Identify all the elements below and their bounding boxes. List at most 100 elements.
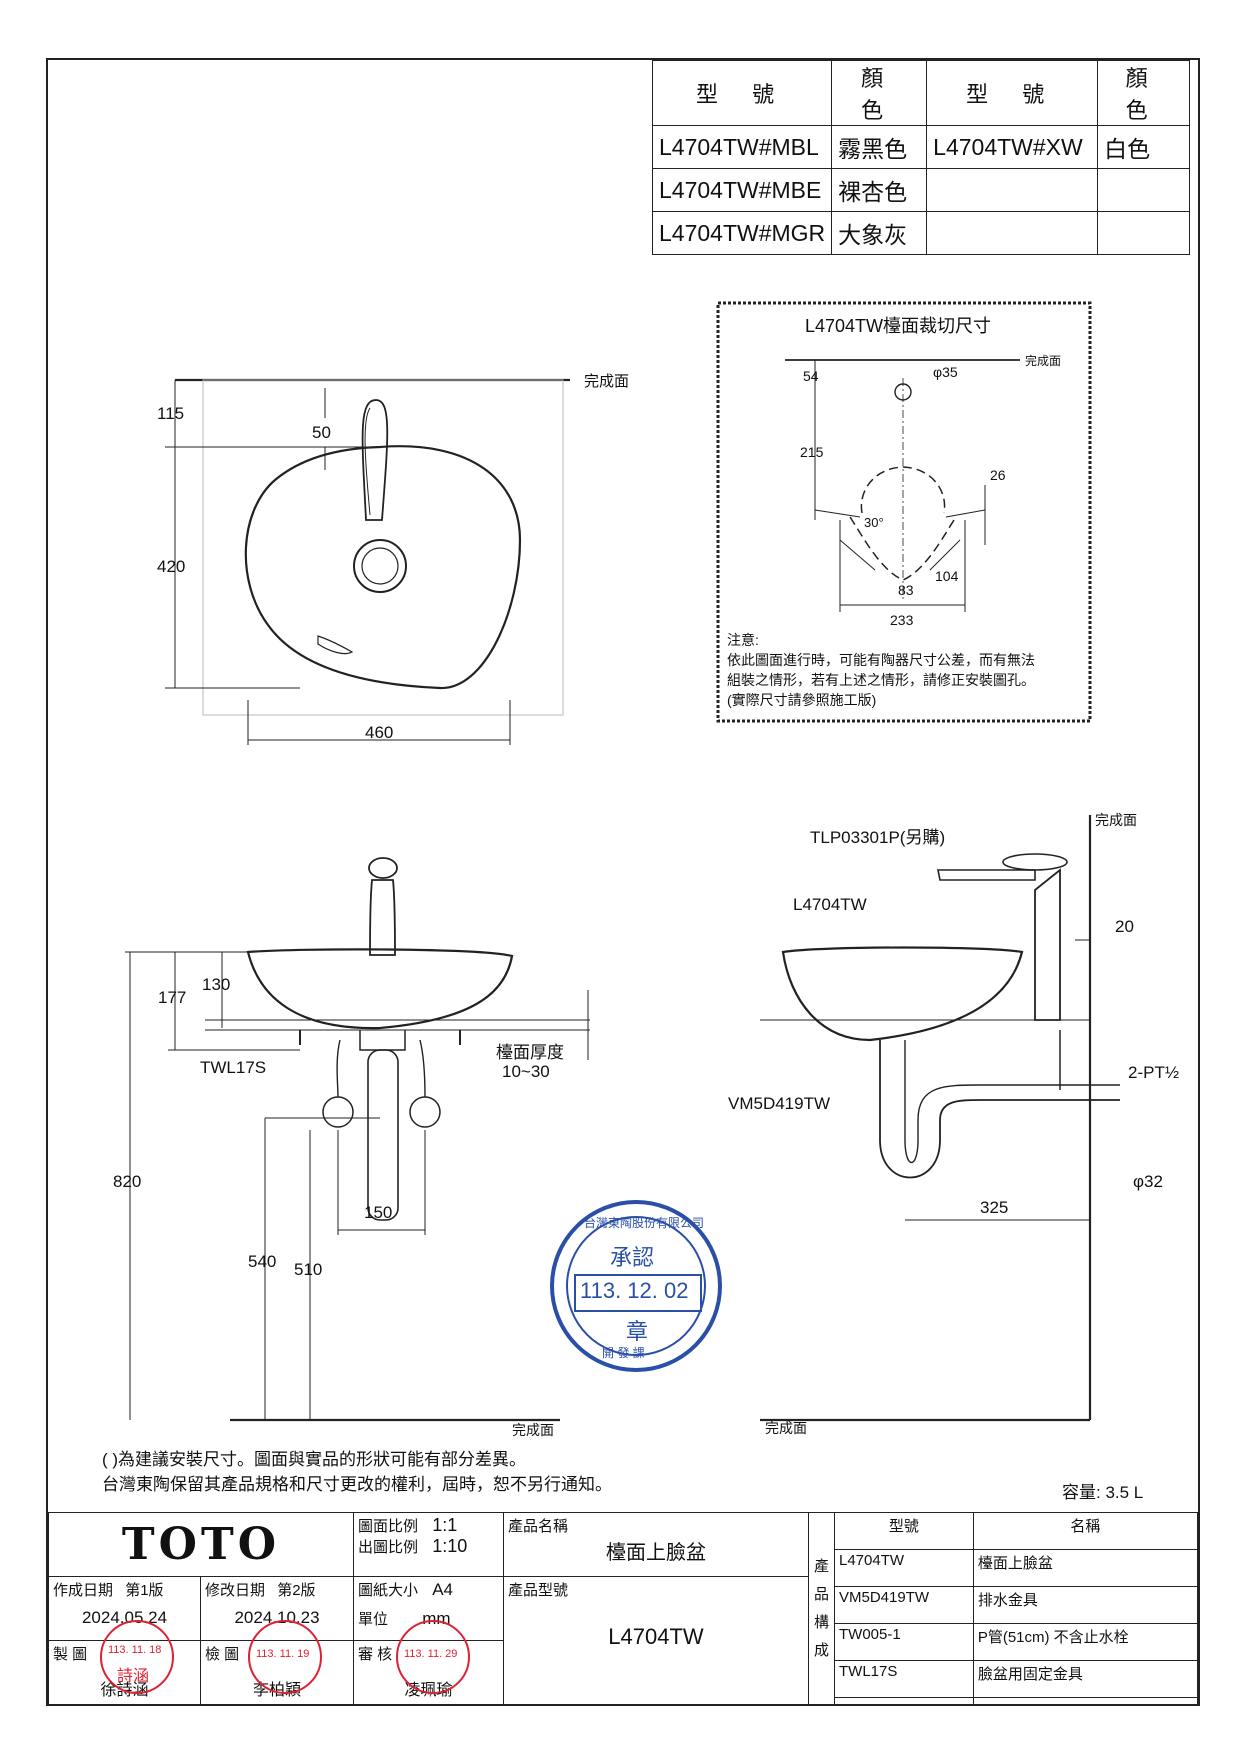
cutout-dim-104: 104 — [935, 568, 959, 584]
review-stamp-date: 113. 11. 29 — [404, 1648, 458, 1660]
header-model-2: 型 號 — [926, 60, 1099, 126]
dim-115: 115 — [157, 404, 185, 423]
top-view-drawing — [165, 378, 570, 745]
components-cell: 型號 名稱 L4704TW 檯面上臉盆 VM5D419TW 排水金具 TW005… — [834, 1512, 1198, 1705]
dim-325: 325 — [980, 1198, 1009, 1217]
print-scale-label: 出圖比例 — [358, 1539, 419, 1556]
check-stamp-date: 113. 11. 19 — [256, 1648, 310, 1660]
color-cell: 大象灰 — [831, 211, 928, 255]
counter-range-label: 10~30 — [502, 1062, 550, 1081]
approval-stamp: 台灣東陶股份有限公司 承認 113. 12. 02 章 開 發 課 — [550, 1200, 722, 1372]
front-view-drawing — [125, 857, 590, 1422]
composition-label: 產 品 構 成 — [808, 1512, 835, 1705]
composition-char: 構 — [813, 1613, 829, 1631]
color-cell — [1097, 168, 1190, 212]
comp-empty — [973, 1698, 1197, 1704]
dim-50: 50 — [312, 423, 331, 442]
product-name-label: 產品名稱 — [508, 1518, 569, 1535]
color-cell: 白色 — [1097, 125, 1190, 169]
comp-model: TWL17S — [835, 1660, 974, 1699]
dim-820: 820 — [113, 1172, 142, 1191]
capacity-label: 容量: 3.5 L — [1062, 1483, 1144, 1502]
model-cell: L4704TW#MBE — [651, 168, 833, 212]
composition-char: 產 — [813, 1557, 829, 1575]
note-line-2: 台灣東陶保留其產品規格和尺寸更改的權利，屆時，恕不另行通知。 — [102, 1475, 612, 1494]
cutout-note-line: 組裝之情形，若有上述之情形，請修正安裝圖孔。 — [727, 672, 1035, 688]
dim-510: 510 — [294, 1260, 323, 1279]
side-view-drawing — [760, 815, 1120, 1422]
product-name-cell: 產品名稱 檯面上臉盆 — [503, 1512, 809, 1577]
stamp-ring-text: 台灣東陶股份有限公司 — [584, 1216, 705, 1230]
drawn-stamp: 113. 11. 18 詩涵 — [100, 1620, 174, 1694]
composition-char: 品 — [813, 1585, 829, 1603]
created-version: 第1版 — [125, 1582, 164, 1599]
cutout-dim-54: 54 — [803, 368, 819, 384]
drawing-frame — [46, 58, 1200, 1706]
check-label: 檢 圖 — [205, 1646, 240, 1663]
review-label: 審 核 — [358, 1646, 393, 1663]
color-cell: 霧黑色 — [831, 125, 928, 169]
pipe-diameter-label: φ32 — [1133, 1172, 1163, 1191]
cutout-note-line: 依此圖面進行時，可能有陶器尺寸公差，而有無法 — [727, 652, 1035, 668]
drawn-stamp-date: 113. 11. 18 — [108, 1644, 162, 1656]
counter-thickness-label: 檯面厚度 — [496, 1043, 564, 1062]
cutout-dim-angle: 30° — [864, 515, 884, 530]
modified-label: 修改日期 — [205, 1582, 266, 1599]
stamp-date: 113. 12. 02 — [580, 1278, 689, 1303]
scale-cell: 圖面比例 1:1 出圖比例 1:10 — [353, 1512, 504, 1577]
cutout-note-title: 注意: — [727, 632, 759, 648]
dim-460: 460 — [365, 723, 394, 742]
drawn-label: 製 圖 — [53, 1646, 88, 1663]
model-cell — [926, 168, 1099, 212]
composition-char: 成 — [813, 1641, 829, 1659]
color-cell: 裸杏色 — [831, 168, 928, 212]
basin-label: L4704TW — [793, 895, 867, 914]
check-stamp: 113. 11. 19 — [248, 1620, 322, 1694]
stamp-seal: 章 — [626, 1319, 649, 1344]
cutout-finish-surface: 完成面 — [1025, 354, 1062, 368]
comp-name: 臉盆用固定金具 — [973, 1660, 1197, 1699]
model-cell: L4704TW#MGR — [651, 211, 833, 255]
print-scale-value: 1:10 — [432, 1536, 468, 1556]
note-line-1: ( )為建議安裝尺寸。圖面與實品的形狀可能有部分差異。 — [102, 1450, 527, 1469]
cutout-dim-215: 215 — [800, 444, 824, 460]
product-name: 檯面上臉盆 — [606, 1542, 706, 1564]
front-finish-surface: 完成面 — [512, 1422, 554, 1438]
bracket-label: TWL17S — [200, 1058, 267, 1077]
stamp-bottom: 開 發 課 — [602, 1346, 645, 1360]
cutout-note-line: (實際尺寸請參照施工版) — [727, 692, 877, 708]
header-color: 顏 色 — [831, 60, 928, 126]
cutout-dim-83: 83 — [898, 582, 914, 598]
side-finish-bottom: 完成面 — [765, 1420, 807, 1436]
color-cell — [1097, 211, 1190, 255]
stamp-approve: 承認 — [610, 1245, 655, 1270]
scale-value: 1:1 — [432, 1515, 458, 1535]
comp-model: L4704TW — [835, 1549, 974, 1587]
cutout-title: L4704TW檯面裁切尺寸 — [805, 316, 992, 336]
paper-label: 圖紙大小 — [358, 1582, 419, 1599]
model-cell: L4704TW#MBL — [651, 125, 833, 169]
comp-header-model: 型號 — [835, 1513, 974, 1550]
color-table: 型 號 顏 色 型 號 顏 色 L4704TW#MBL 霧黑色 L4704TW#… — [651, 60, 1190, 255]
product-model-label: 產品型號 — [508, 1582, 569, 1599]
comp-empty — [835, 1697, 974, 1704]
pipe-thread-label: 2-PT½ — [1128, 1063, 1180, 1082]
cutout-dim-233: 233 — [890, 612, 914, 628]
comp-name: 檯面上臉盆 — [973, 1549, 1197, 1587]
cutout-drawing — [716, 301, 1092, 723]
comp-header-name: 名稱 — [973, 1513, 1197, 1550]
cutout-dim-35: φ35 — [933, 364, 958, 380]
dim-540: 540 — [248, 1252, 277, 1271]
faucet-label: TLP03301P(另購) — [810, 828, 946, 847]
toto-logo: TOTO — [48, 1512, 354, 1577]
dim-20: 20 — [1115, 917, 1134, 936]
dim-177: 177 — [158, 988, 187, 1007]
product-model-cell: 產品型號 L4704TW — [503, 1576, 809, 1705]
finish-surface-label: 完成面 — [584, 373, 630, 390]
comp-model: TW005-1 — [835, 1623, 974, 1661]
dim-130: 130 — [202, 975, 231, 994]
comp-model: VM5D419TW — [835, 1586, 974, 1624]
paper-value: A4 — [432, 1580, 453, 1599]
side-finish-top: 完成面 — [1095, 812, 1137, 828]
